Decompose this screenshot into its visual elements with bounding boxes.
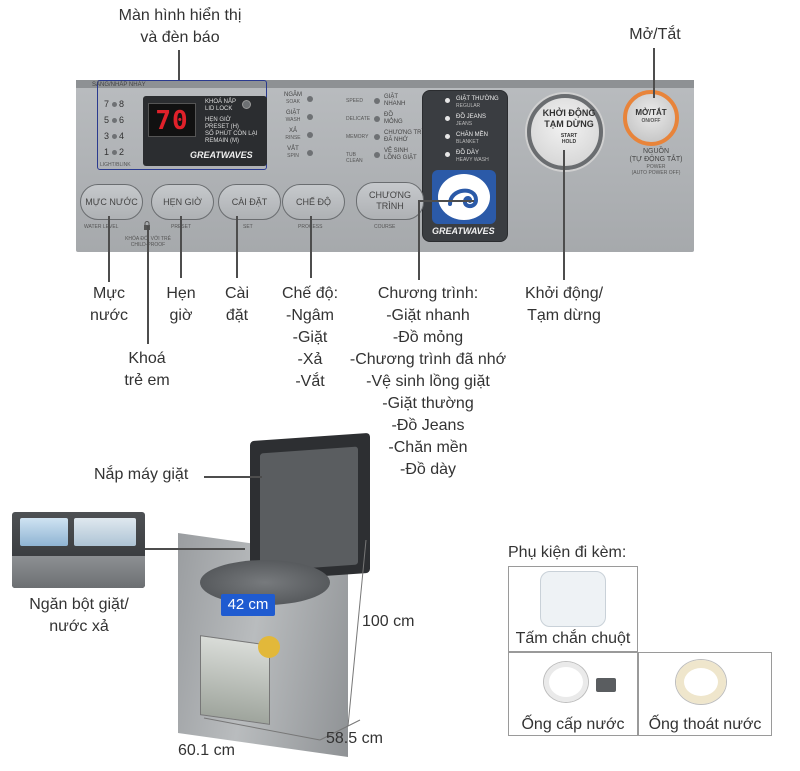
water-level-button[interactable]: MỰC NƯỚC [80,184,143,220]
leader-display [178,50,180,80]
digit-display: 70 [148,103,196,137]
accessory-drain-label: Ống thoát nước [648,716,762,733]
leader-power [653,48,655,98]
inlet-hose-connector [596,678,616,692]
height-label: 100 cm [362,613,415,630]
leader-process [310,216,312,278]
drawer-front [12,556,145,588]
power-button[interactable] [623,90,679,146]
start-button-label: KHỞI ĐỘNG TẠM DỪNG START HOLD [542,108,596,145]
leader-water-level [108,216,110,282]
set-button[interactable]: CÀI ĐẶT [218,184,281,220]
callout-lid: Nắp máy giặt [94,466,189,483]
panel-brand-logo: GREATWAVES [190,150,253,160]
start-hold-button[interactable] [527,94,603,170]
preset-button[interactable]: HẸN GIỜ [151,184,214,220]
drawer-compartment-1 [20,518,68,546]
dimension-lines [203,539,367,741]
course-sub: COURSE [374,224,396,230]
course-brand-logo: GREATWAVES [432,226,495,236]
leader-course-h [418,200,474,202]
accessory-inlet-label: Ống cấp nước [521,716,625,733]
leader-start [563,150,565,280]
leader-drawer [145,548,245,550]
course-button[interactable]: CHƯƠNG TRÌNH [356,182,424,220]
process-button[interactable]: CHẾ ĐỘ [282,184,345,220]
leader-lid [204,476,262,478]
power-note: NGUỒN (TỰ ĐỘNG TẮT) POWER (AUTO POWER OF… [629,148,683,176]
leader-course [418,200,420,280]
callout-drawer: Ngăn bột giặt/nước xả [29,596,129,635]
diameter-label: 42 cm [221,594,275,616]
leader-child-lock [147,226,149,344]
set-sub: SET [243,224,253,230]
display-header: SÁNG/NHẤP NHÁY [92,82,146,88]
water-level-sub: WATER LEVEL [84,224,119,230]
inlet-hose-image [544,662,588,702]
width-label: 60.1 cm [178,742,235,759]
wave-logo-icon [438,174,490,220]
callout-process: Chế độ:-Ngâm-Giặt-Xả-Vắt [281,285,339,390]
drain-hose-image [676,660,726,704]
accessory-mat-label: Tấm chắn chuột [515,630,631,647]
mouse-guard-image [540,571,606,627]
badge-icon [258,636,280,658]
accessories-title: Phụ kiện đi kèm: [508,544,627,561]
leader-preset [180,216,182,278]
depth-label: 58.5 cm [326,730,383,747]
panel-top-strip [76,80,694,88]
accessory-cell-mat [508,566,638,652]
water-level-scale: 7 8 5 6 3 4 1 2 [104,99,125,157]
drawer-compartment-2 [74,518,136,546]
accessory-cell-drain [638,652,772,736]
callout-course: Chương trình:-Giặt nhanh-Đồ mỏng-Chương … [349,285,507,478]
callout-power: Mở/Tắt [629,26,681,43]
power-button-label: MỞ/TẮT ON/OFF [635,108,667,124]
light-blink-label: LIGHT/BLINK [100,162,131,168]
accessory-cell-inlet [508,652,638,736]
callout-start: Khởi động/Tạm dừng [524,285,604,324]
lid-lock-lamp [242,100,251,109]
leader-set [236,216,238,278]
